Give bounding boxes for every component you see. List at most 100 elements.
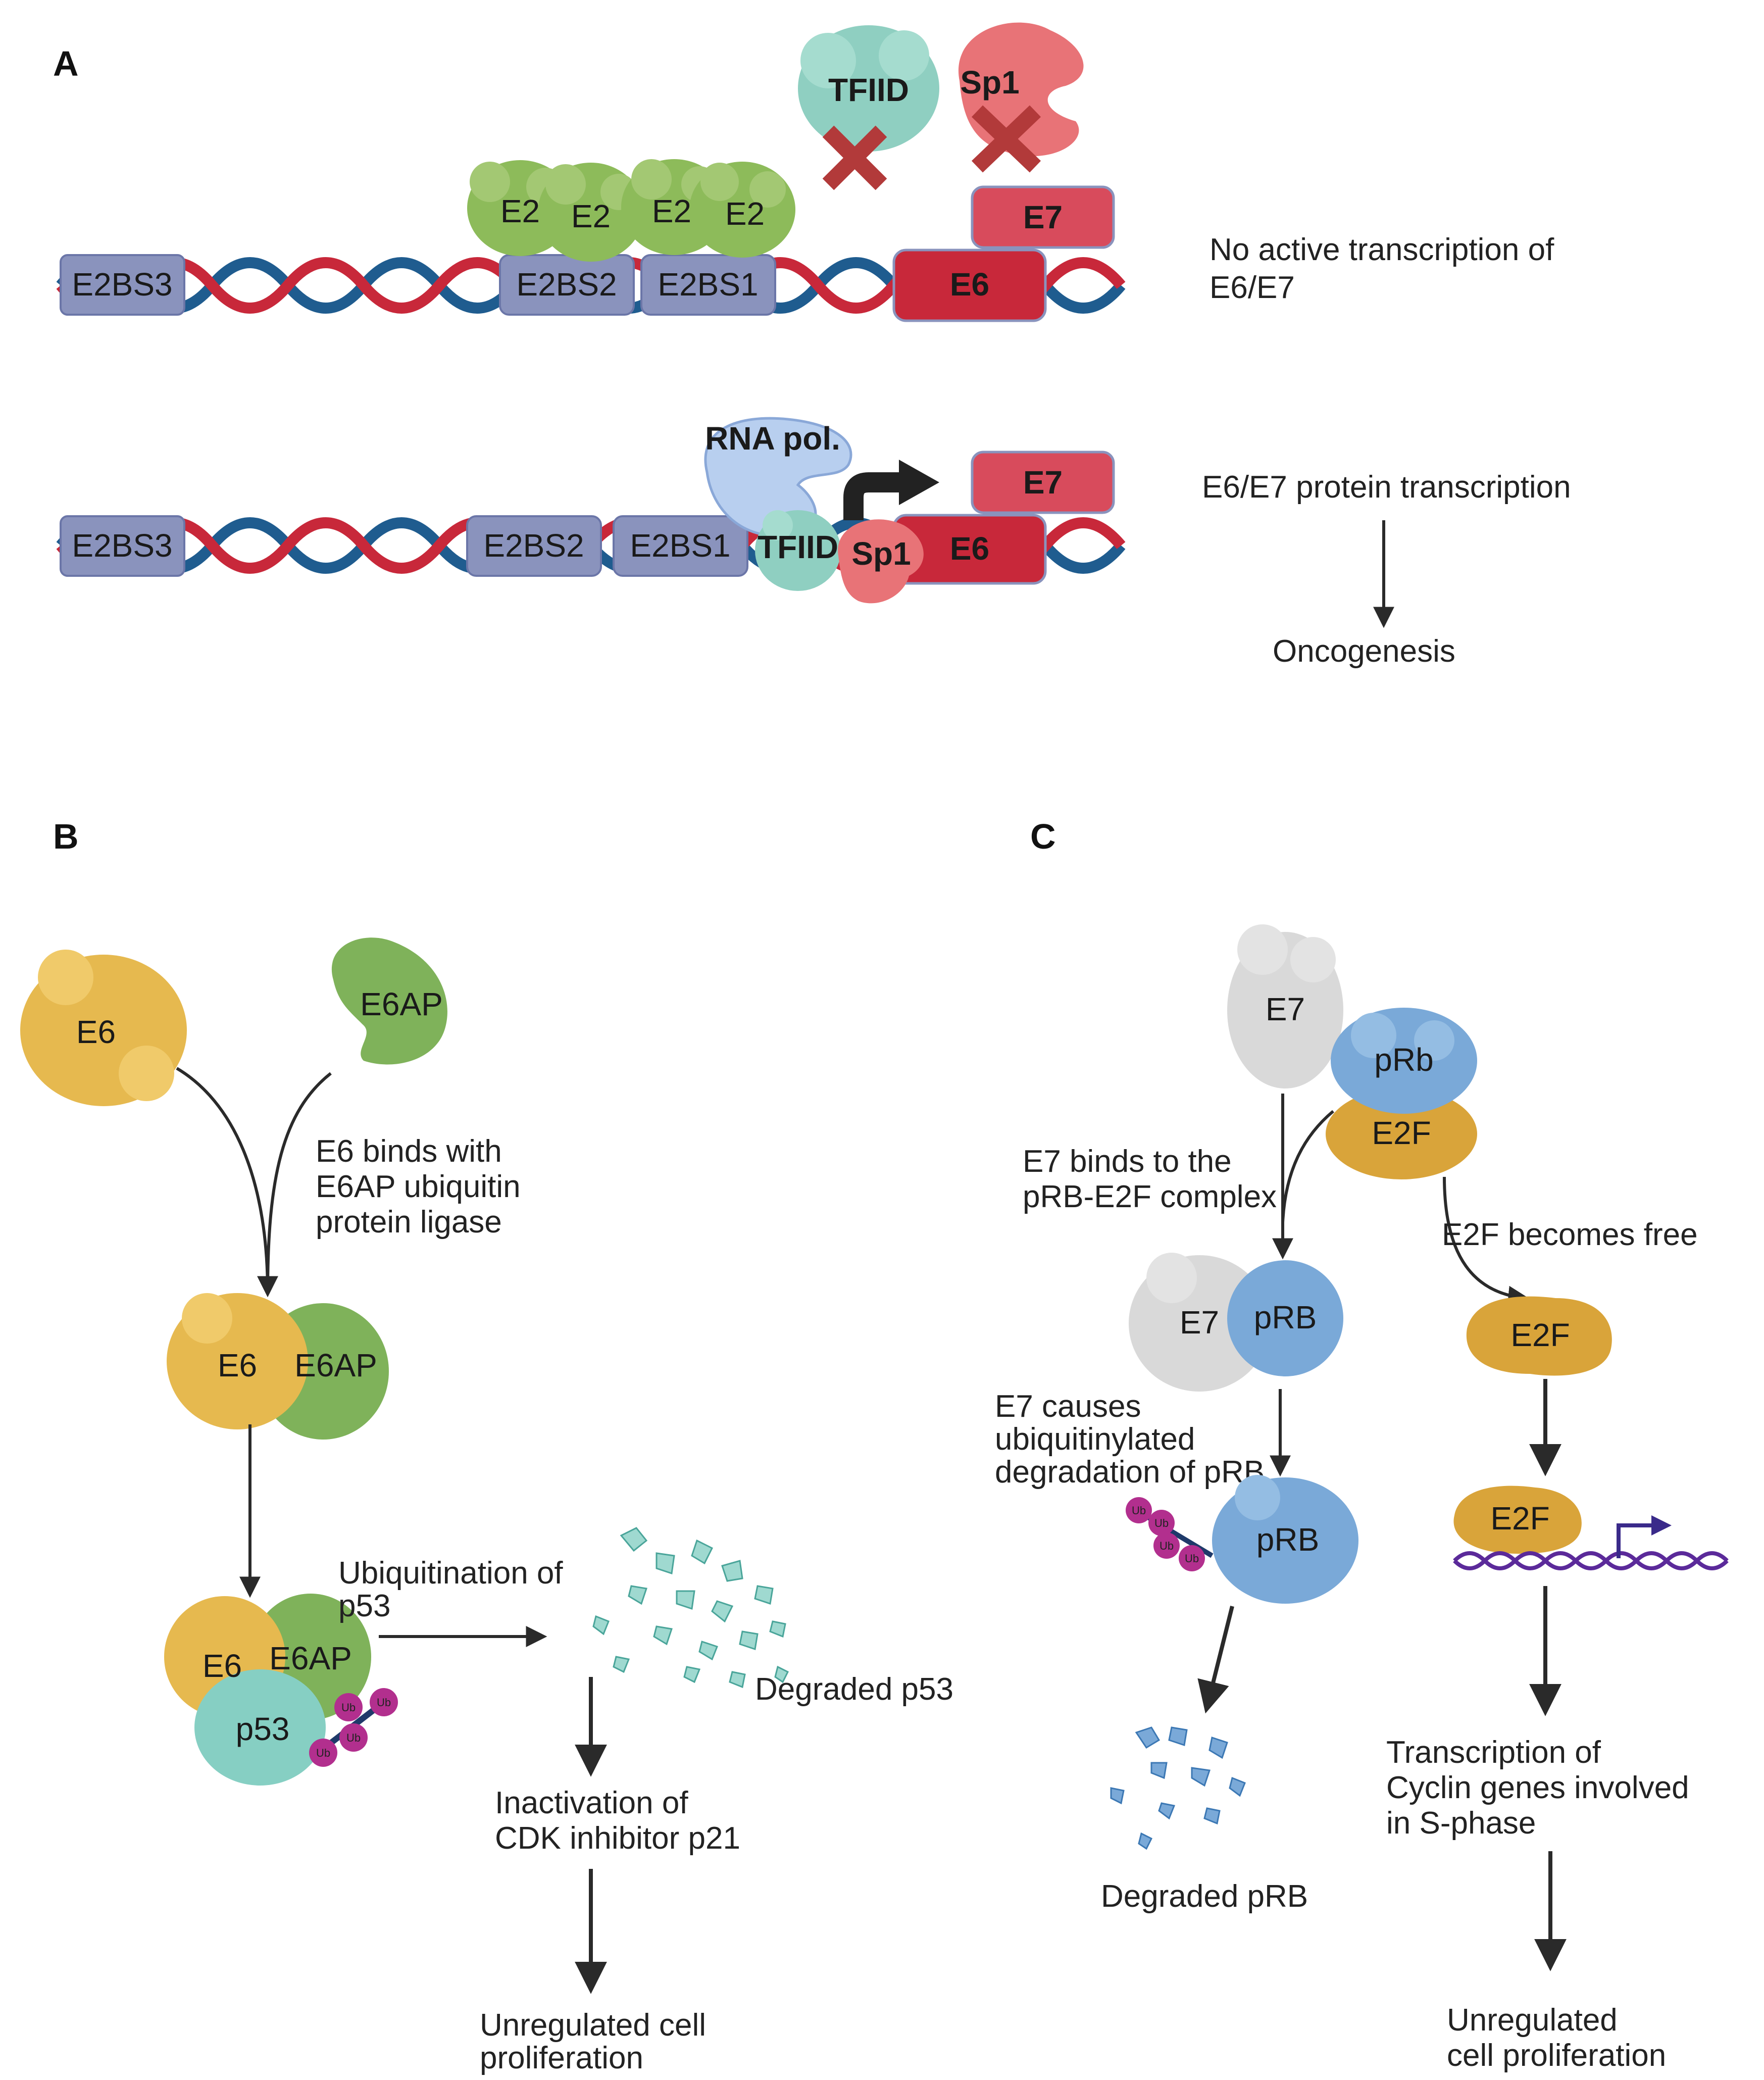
step1-line3: protein ligase xyxy=(316,1205,502,1240)
svg-text:E2BS2: E2BS2 xyxy=(483,527,584,564)
svg-text:pRb: pRb xyxy=(1374,1042,1433,1078)
proliferation-c-line2: cell proliferation xyxy=(1447,2038,1666,2073)
block-x-icon-sp1 xyxy=(971,105,1041,173)
svg-text:TFIID: TFIID xyxy=(828,72,909,108)
svg-text:E2BS1: E2BS1 xyxy=(658,266,758,303)
ubiquitin-chain-icon-b: Ub Ub Ub Ub xyxy=(309,1688,398,1767)
row1-caption-line2: E6/E7 xyxy=(1209,270,1295,305)
step1-line2: E6AP ubiquitin xyxy=(316,1169,521,1204)
svg-text:E2BS3: E2BS3 xyxy=(72,527,172,564)
proliferation-b-line1: Unregulated cell xyxy=(480,2008,706,2043)
degraded-p53-label: Degraded p53 xyxy=(755,1672,953,1707)
ubiquitination-line1: Ubiquitination of xyxy=(338,1556,563,1591)
e6-gene-row1: E6 xyxy=(892,249,1047,322)
svg-text:E2F: E2F xyxy=(1510,1317,1570,1353)
inactivation-line2: CDK inhibitor p21 xyxy=(495,1821,740,1856)
arrow-prb-to-complex xyxy=(1281,1110,1334,1223)
svg-text:Ub: Ub xyxy=(316,1747,330,1759)
e2bs2-site-row2: E2BS2 xyxy=(466,515,602,577)
sp1-protein-row1: Sp1 xyxy=(958,22,1084,157)
e2bs3-site-row1: E2BS3 xyxy=(60,254,185,316)
e2f-on-dna: E2F xyxy=(1453,1485,1582,1554)
e6-e6ap-complex: E6 E6AP xyxy=(167,1293,389,1440)
svg-text:p53: p53 xyxy=(236,1711,290,1747)
svg-text:TFIID: TFIID xyxy=(758,529,838,565)
svg-text:Sp1: Sp1 xyxy=(960,64,1019,101)
svg-text:pRB: pRB xyxy=(1254,1299,1317,1335)
svg-text:E2BS3: E2BS3 xyxy=(72,266,172,303)
svg-text:E6: E6 xyxy=(76,1014,116,1050)
ubiquitin-chain-icon-c: Ub Ub Ub Ub xyxy=(1126,1497,1214,1571)
e7-prb-complex: E7 pRB xyxy=(1129,1253,1343,1392)
proliferation-c-line1: Unregulated xyxy=(1447,2003,1618,2038)
causes-line1: E7 causes xyxy=(995,1389,1141,1424)
e6-e6ap-p53-complex: E6 E6AP p53 xyxy=(164,1594,371,1786)
transcription-start-arrow-purple-icon xyxy=(1617,1515,1672,1558)
e2bs1-site-row2: E2BS1 xyxy=(613,515,748,577)
panel-label-a: A xyxy=(53,44,79,83)
step1-line1: E6 binds with xyxy=(316,1134,502,1169)
e2bs3-site-row2: E2BS3 xyxy=(60,515,185,577)
oncogenesis-label: Oncogenesis xyxy=(1273,634,1455,669)
svg-text:E7: E7 xyxy=(1180,1304,1219,1341)
svg-text:Ub: Ub xyxy=(346,1731,361,1744)
e2f-free-label: E2F becomes free xyxy=(1442,1217,1698,1252)
transcription-line2: Cyclin genes involved xyxy=(1386,1770,1689,1805)
causes-line2: ubiquitinylated xyxy=(995,1422,1195,1457)
transcription-line1: Transcription of xyxy=(1386,1735,1601,1770)
block-x-icon-tfiid xyxy=(822,125,887,190)
tfiid-protein-row2: TFIID xyxy=(755,510,841,591)
panel-label-b: B xyxy=(53,817,79,856)
degraded-p53-fragments-icon xyxy=(592,1527,789,1689)
svg-text:Ub: Ub xyxy=(1185,1552,1199,1565)
svg-text:Sp1: Sp1 xyxy=(851,535,911,572)
transcription-line3: in S-phase xyxy=(1386,1806,1536,1841)
transcription-start-arrow-icon xyxy=(843,460,939,520)
svg-text:E6: E6 xyxy=(203,1648,242,1684)
svg-text:E6: E6 xyxy=(218,1347,257,1383)
svg-text:E2F: E2F xyxy=(1372,1115,1431,1151)
arrow-e6-to-complex xyxy=(176,1067,278,1298)
svg-text:pRB: pRB xyxy=(1256,1521,1320,1558)
e2-protein-4: E2 xyxy=(689,162,795,258)
prb-e2f-complex: pRb E2F xyxy=(1326,1008,1477,1179)
e2bs2-site-row1: E2BS2 xyxy=(499,254,635,316)
degraded-prb-label: Degraded pRB xyxy=(1101,1879,1308,1914)
ubiquitination-line2: p53 xyxy=(338,1589,390,1623)
sp1-protein-row2: Sp1 xyxy=(838,519,924,604)
e7-gene-row1: E7 xyxy=(971,185,1115,249)
dna-helix-purple xyxy=(1453,1551,1729,1570)
svg-text:E2: E2 xyxy=(652,193,691,229)
svg-text:E6AP: E6AP xyxy=(360,986,443,1022)
svg-text:Ub: Ub xyxy=(377,1696,391,1709)
svg-text:Ub: Ub xyxy=(1154,1517,1169,1529)
svg-text:RNA pol.: RNA pol. xyxy=(705,420,840,457)
e7-protein: E7 xyxy=(1227,924,1343,1088)
svg-text:E7: E7 xyxy=(1023,464,1063,501)
e6ap-protein: E6AP xyxy=(331,937,447,1065)
svg-text:Ub: Ub xyxy=(341,1701,356,1714)
svg-text:E7: E7 xyxy=(1023,199,1063,235)
panel-label-c: C xyxy=(1030,817,1056,856)
svg-text:E2: E2 xyxy=(725,195,765,232)
row2-caption: E6/E7 protein transcription xyxy=(1202,470,1571,505)
svg-text:E6AP: E6AP xyxy=(294,1347,377,1383)
ubiquitinated-prb: pRB xyxy=(1212,1475,1358,1604)
arrow-e6ap-to-complex xyxy=(266,1072,332,1294)
free-e2f-protein: E2F xyxy=(1466,1296,1612,1376)
row1-caption-line1: No active transcription of xyxy=(1209,232,1554,267)
svg-text:E6AP: E6AP xyxy=(269,1640,352,1676)
svg-text:E2: E2 xyxy=(571,198,611,234)
binds-line1: E7 binds to the xyxy=(1023,1144,1232,1179)
svg-text:Ub: Ub xyxy=(1160,1540,1174,1552)
svg-text:E2: E2 xyxy=(500,193,540,229)
svg-text:E6: E6 xyxy=(950,266,989,303)
proliferation-b-line2: proliferation xyxy=(480,2041,643,2075)
degraded-prb-fragments-icon xyxy=(1110,1726,1246,1850)
e7-gene-row2: E7 xyxy=(971,451,1115,514)
arrow-to-degraded-prb xyxy=(1197,1606,1234,1714)
e6-gene-row2: E6 xyxy=(892,514,1047,585)
svg-text:E6: E6 xyxy=(950,530,989,567)
svg-text:E2BS1: E2BS1 xyxy=(630,527,730,564)
